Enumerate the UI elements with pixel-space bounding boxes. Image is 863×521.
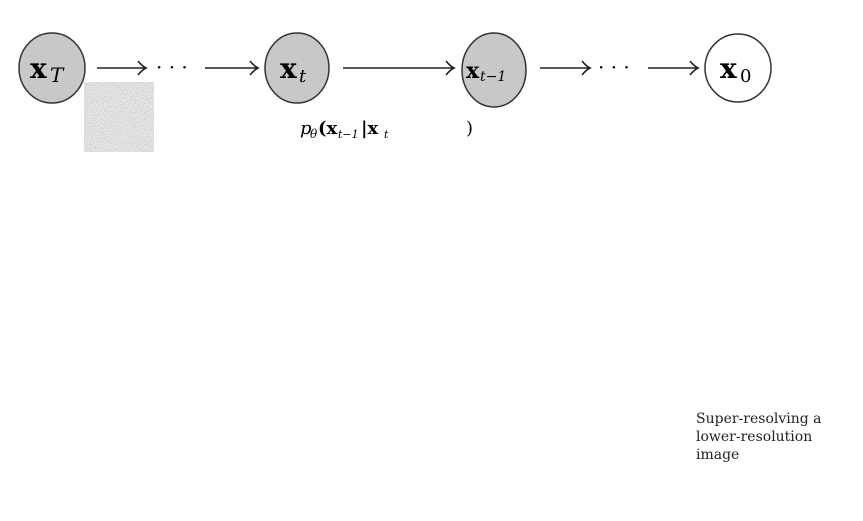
node-label: x bbox=[720, 52, 737, 85]
label-sub1: t−1 bbox=[338, 128, 359, 141]
node-label: x bbox=[30, 52, 47, 85]
label-p: p bbox=[300, 118, 312, 139]
node-subscript: t−1 bbox=[480, 69, 506, 85]
ellipsis: · · · bbox=[598, 55, 630, 79]
label-close-paren: ) bbox=[466, 118, 473, 139]
label-body: (x bbox=[318, 118, 338, 139]
node-subscript: 0 bbox=[740, 66, 751, 87]
node-xt: x t bbox=[264, 32, 330, 104]
arrow bbox=[97, 60, 148, 76]
node-subscript: t bbox=[299, 66, 307, 87]
arrow bbox=[540, 60, 592, 76]
label-bar: |x bbox=[361, 118, 379, 139]
node-label: x bbox=[466, 58, 480, 84]
node-label: x bbox=[280, 52, 297, 85]
node-xT: x T bbox=[18, 32, 86, 104]
arrow bbox=[343, 60, 456, 76]
transition-label: p θ (x t−1 |x t ) bbox=[300, 118, 473, 141]
node-x0: x 0 bbox=[704, 33, 772, 103]
label-sub2: t bbox=[384, 128, 389, 141]
arrow bbox=[205, 60, 260, 76]
noise-image bbox=[90, 88, 148, 146]
arrows bbox=[97, 60, 700, 76]
node-subscript: T bbox=[50, 63, 65, 87]
label-theta: θ bbox=[310, 127, 318, 141]
node-xt-minus-1: x t−1 bbox=[461, 32, 527, 108]
caption: Super-resolving a lower-resolution image bbox=[696, 411, 822, 463]
arrow bbox=[648, 60, 700, 76]
ellipsis: · · · bbox=[156, 55, 188, 79]
